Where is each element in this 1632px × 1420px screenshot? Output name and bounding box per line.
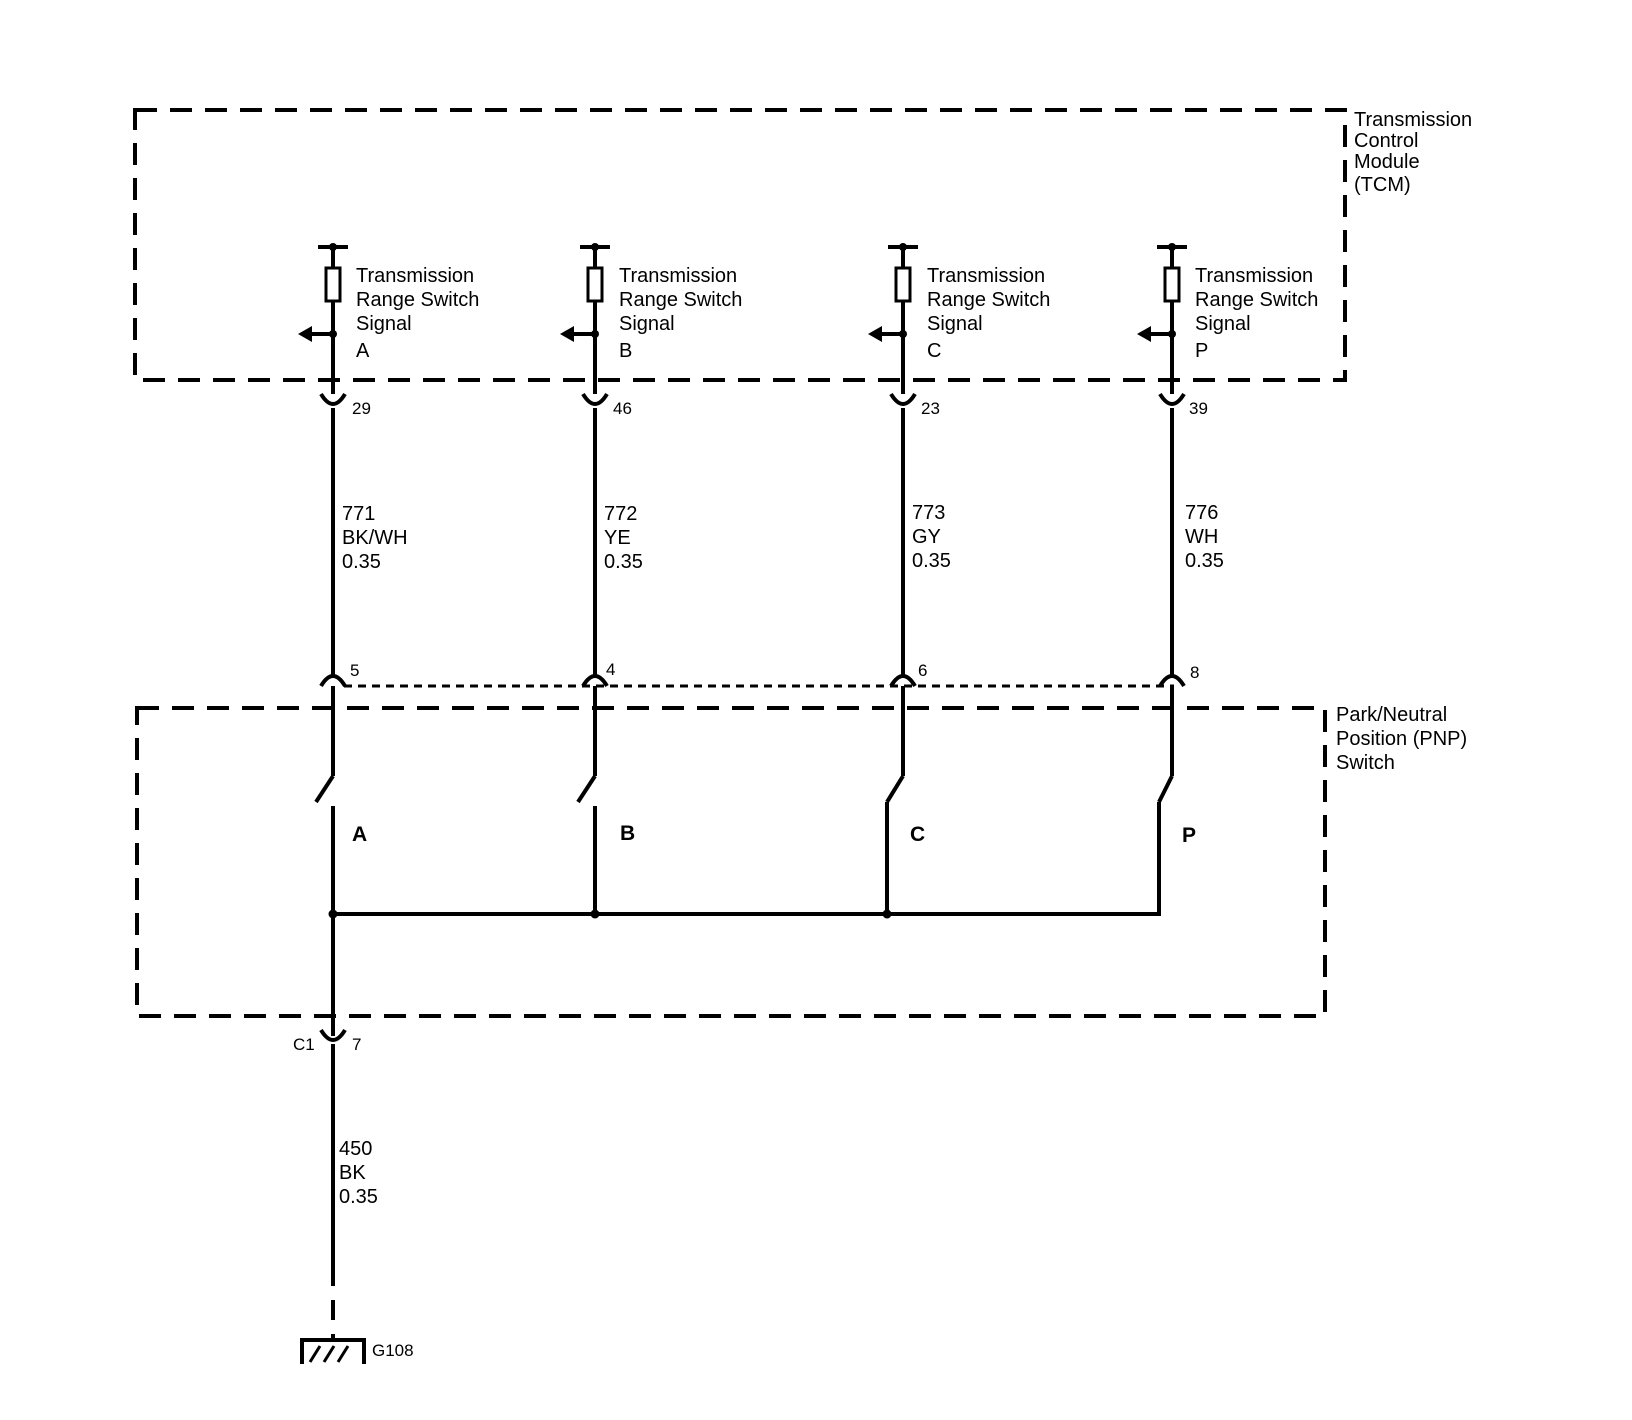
pnp-switch-boundary	[135, 706, 1327, 1018]
pnp-pin-number: 5	[350, 661, 359, 680]
switch-position-label: A	[352, 823, 367, 846]
switch-contact	[885, 774, 905, 804]
channel-b: Transmission Range Switch Signal B 46 77…	[560, 243, 748, 919]
tcm-pin-number: 39	[1189, 399, 1208, 418]
ground-wire-label: 450 BK 0.35	[339, 1138, 378, 1208]
tcm-pin-number: 46	[613, 399, 632, 418]
pnp-pin-number: 4	[606, 660, 615, 679]
pnp-pin-number: 8	[1190, 663, 1199, 682]
tcm-pin-number: 23	[921, 399, 940, 418]
ground-label: G108	[372, 1341, 414, 1360]
tcm-connector-pin	[319, 392, 347, 406]
tcm-connector-pin	[581, 392, 609, 406]
arrow-head	[1137, 326, 1151, 342]
channel-p: Transmission Range Switch Signal P 39 77…	[1137, 243, 1324, 914]
switch-contact	[576, 774, 597, 804]
switch-position-label: P	[1182, 824, 1196, 847]
pnp-pin-number: 6	[918, 661, 927, 680]
switch-contact	[314, 774, 335, 804]
pullup-resistor	[324, 266, 342, 303]
pnp-connector-pin	[319, 674, 347, 688]
wire-label: 776 WH 0.35	[1185, 502, 1224, 572]
wire-label: 772 YE 0.35	[604, 503, 643, 573]
wire-label: 771 BK/WH 0.35	[342, 503, 413, 573]
switch-contact	[1157, 775, 1174, 803]
arrow-head	[560, 326, 574, 342]
tcm-connector-pin	[1158, 392, 1186, 406]
tcm-pin-number: 29	[352, 399, 371, 418]
channel-c: Transmission Range Switch Signal C 23 77…	[868, 243, 1056, 919]
ground-connector-pin	[319, 1028, 347, 1042]
pullup-resistor	[1163, 266, 1181, 303]
tcm-boundary	[133, 108, 1347, 382]
ground-connector-pin-number: 7	[352, 1035, 361, 1054]
ground-connector-name: C1	[293, 1035, 315, 1054]
switch-position-label: C	[910, 823, 925, 846]
arrow-head	[298, 326, 312, 342]
tcm-connector-pin	[889, 392, 917, 406]
signal-label: Transmission Range Switch Signal B	[619, 265, 748, 362]
wire-label: 773 GY 0.35	[912, 502, 951, 572]
tcm-label: Transmission Control Module (TCM)	[1354, 109, 1478, 196]
pnp-connector-pin	[889, 674, 917, 688]
channel-a: Transmission Range Switch Signal A 29 77…	[298, 243, 485, 1016]
ground-icon	[300, 1338, 366, 1364]
arrow-head	[868, 326, 882, 342]
signal-label: Transmission Range Switch Signal C	[927, 265, 1056, 362]
switch-position-label: B	[620, 822, 635, 845]
pullup-resistor	[586, 266, 604, 303]
pnp-connector-pin	[581, 674, 609, 688]
pnp-switch-label: Park/Neutral Position (PNP) Switch	[1336, 704, 1473, 774]
signal-label: Transmission Range Switch Signal P	[1195, 265, 1324, 362]
pullup-resistor	[894, 266, 912, 303]
pnp-connector-pin	[1158, 674, 1186, 688]
signal-label: Transmission Range Switch Signal A	[356, 265, 485, 362]
